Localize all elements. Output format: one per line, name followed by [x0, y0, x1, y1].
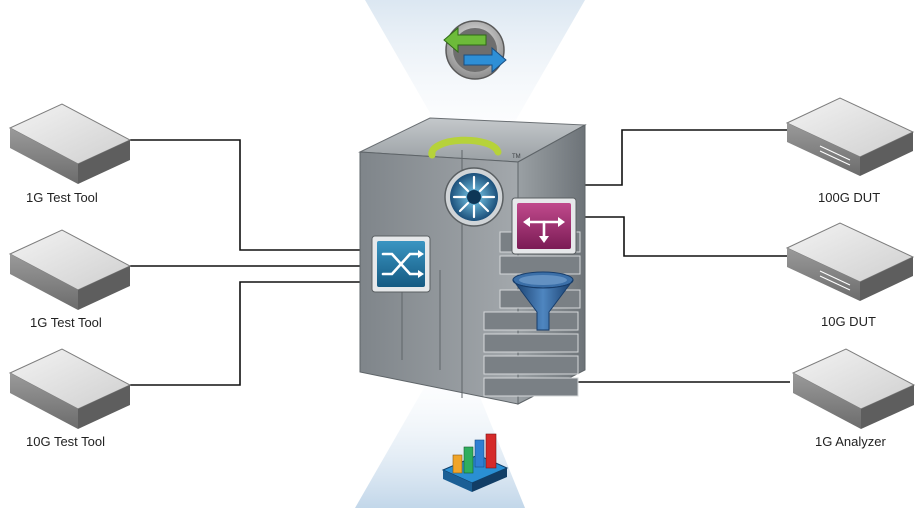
label-right-1: 100G DUT — [818, 190, 881, 205]
label-left-3: 10G Test Tool — [26, 434, 106, 449]
link-left-3 — [130, 281, 372, 386]
link-left-1 — [130, 139, 372, 251]
bar-chart-icon — [441, 433, 509, 492]
device-left-2 — [8, 229, 132, 310]
label-right-3: 1G Analyzer — [815, 434, 886, 449]
switch-crossover-icon — [371, 235, 431, 293]
label-left-1: 1G Test Tool — [26, 190, 98, 205]
hub-wheel-icon — [444, 167, 504, 227]
split-arrow-icon — [511, 197, 577, 255]
device-right-1 — [785, 97, 915, 176]
top-beam — [365, 0, 585, 165]
device-left-1 — [8, 103, 132, 184]
filter-funnel-icon — [512, 271, 574, 331]
device-right-2 — [785, 222, 915, 301]
arrows-swap-icon — [443, 20, 507, 80]
link-right-2 — [578, 216, 790, 257]
label-right-2: 10G DUT — [821, 314, 876, 329]
tm-mark: TM — [512, 154, 521, 160]
logo-ring — [428, 136, 502, 159]
label-left-2: 1G Test Tool — [30, 315, 102, 330]
device-right-3 — [791, 348, 916, 429]
device-left-3 — [8, 348, 132, 429]
